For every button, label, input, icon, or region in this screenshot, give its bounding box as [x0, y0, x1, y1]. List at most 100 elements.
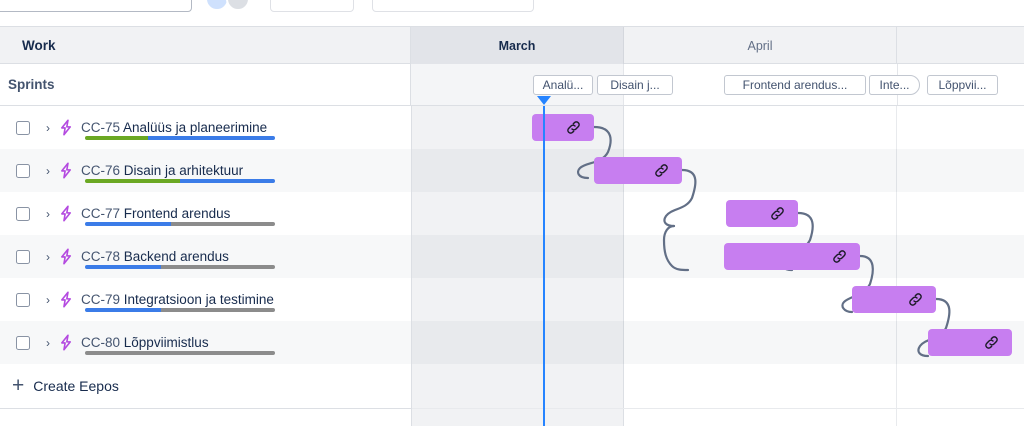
progress-segment [85, 265, 161, 269]
progress-segment [170, 222, 275, 226]
month-label: April [747, 38, 773, 53]
gantt-bar[interactable] [724, 243, 860, 270]
dependency-connectors [577, 125, 951, 358]
chevron-right-icon[interactable]: › [46, 335, 50, 350]
timeline-grid: › CC-75 Analüüs ja planeerimine › CC-76 Dis… [0, 106, 1024, 426]
divider [412, 408, 1024, 409]
task-summary[interactable]: CC-79 Integratsioon ja testimine [81, 292, 274, 307]
task-key: CC-78 [81, 249, 121, 264]
row-content: › CC-79 Integratsioon ja testimine [0, 278, 411, 321]
progress-bar [85, 308, 275, 312]
progress-bar [85, 265, 275, 269]
progress-segment [161, 265, 275, 269]
task-key: CC-77 [81, 206, 121, 221]
column-march [411, 106, 624, 426]
chevron-right-icon[interactable]: › [46, 206, 50, 221]
epic-icon [61, 291, 72, 308]
chevron-right-icon[interactable]: › [46, 120, 50, 135]
sprints-row: Sprints Analü...Disain j... Frontend aren… [0, 64, 1024, 106]
link-icon[interactable] [831, 248, 848, 265]
gantt-bar[interactable] [726, 200, 798, 227]
plus-icon: + [12, 374, 25, 397]
link-icon[interactable] [983, 334, 1000, 351]
sprints-label-text: Sprints [8, 77, 55, 92]
month-header-next[interactable] [897, 27, 1024, 64]
link-icon[interactable] [769, 205, 786, 222]
table-row[interactable]: › CC-76 Disain ja arhitektuur [0, 149, 1024, 192]
progress-segment [85, 308, 161, 312]
chevron-right-icon[interactable]: › [46, 249, 50, 264]
gantt-bar[interactable] [928, 329, 1012, 356]
task-key: CC-76 [81, 163, 121, 178]
row-checkbox[interactable] [16, 292, 30, 307]
gantt-bar[interactable] [594, 157, 682, 184]
work-column-header: Work [0, 27, 411, 64]
row-content: › CC-80 Lõppviimistlus [0, 321, 411, 364]
gantt-bar[interactable] [532, 114, 594, 141]
epic-icon [61, 334, 72, 351]
table-row[interactable]: › CC-78 Backend arendus [0, 235, 1024, 278]
sprint-chip[interactable]: Inte... [869, 75, 920, 95]
progress-bar [85, 179, 275, 183]
task-summary-text: Frontend arendus [123, 206, 231, 221]
row-checkbox[interactable] [16, 249, 30, 264]
progress-segment [85, 351, 275, 355]
sprint-chip[interactable]: Frontend arendus... [724, 75, 866, 95]
progress-segment [85, 222, 171, 226]
table-row[interactable]: › CC-79 Integratsioon ja testimine [0, 278, 1024, 321]
chevron-right-icon[interactable]: › [46, 163, 50, 178]
toolbar-button-2[interactable] [372, 0, 534, 12]
month-header-march[interactable]: March [411, 27, 624, 64]
epic-icon [61, 119, 72, 136]
task-summary[interactable]: CC-80 Lõppviimistlus [81, 335, 209, 350]
table-row[interactable]: › CC-77 Frontend arendus [0, 192, 1024, 235]
month-header-april[interactable]: April [624, 27, 897, 64]
toolbar-button-1[interactable] [270, 0, 354, 12]
column-april [624, 106, 897, 426]
row-checkbox[interactable] [16, 206, 30, 221]
gantt-bar[interactable] [852, 286, 936, 313]
create-epic-row[interactable]: + Create Eepos [0, 364, 411, 407]
link-icon[interactable] [565, 119, 582, 136]
link-icon[interactable] [907, 291, 924, 308]
table-row[interactable]: › CC-75 Analüüs ja planeerimine [0, 106, 1024, 149]
task-summary-text: Backend arendus [123, 249, 229, 264]
row-content: › CC-75 Analüüs ja planeerimine [0, 106, 411, 149]
task-summary[interactable]: CC-78 Backend arendus [81, 249, 229, 264]
progress-bar [85, 136, 275, 140]
task-key: CC-80 [81, 335, 121, 350]
panel-divider [411, 106, 412, 426]
work-column-label: Work [22, 38, 56, 53]
task-key: CC-75 [81, 120, 121, 135]
task-summary[interactable]: CC-75 Analüüs ja planeerimine [81, 120, 267, 135]
row-checkbox[interactable] [16, 163, 30, 178]
progress-bar [85, 222, 275, 226]
search-input[interactable] [0, 0, 192, 12]
task-summary-text: Disain ja arhitektuur [123, 163, 244, 178]
divider [0, 408, 411, 409]
epic-icon [61, 162, 72, 179]
task-summary-text: Lõppviimistlus [123, 335, 209, 350]
task-summary[interactable]: CC-76 Disain ja arhitektuur [81, 163, 243, 178]
link-icon[interactable] [653, 162, 670, 179]
sprints-label: Sprints [0, 64, 411, 105]
epic-icon [61, 205, 72, 222]
chevron-right-icon[interactable]: › [46, 292, 50, 307]
today-marker-triangle [537, 96, 551, 105]
table-row[interactable]: › CC-80 Lõppviimistlus [0, 321, 1024, 364]
today-line [543, 106, 545, 426]
sprint-chip[interactable]: Disain j... [597, 75, 673, 95]
row-content: › CC-76 Disain ja arhitektuur [0, 149, 411, 192]
task-key: CC-79 [81, 292, 121, 307]
avatar[interactable] [226, 0, 250, 11]
row-content: › CC-77 Frontend arendus [0, 192, 411, 235]
progress-segment [85, 179, 180, 183]
task-summary[interactable]: CC-77 Frontend arendus [81, 206, 230, 221]
epic-icon [61, 248, 72, 265]
row-checkbox[interactable] [16, 335, 30, 350]
sprint-chip[interactable]: Lõppvii... [927, 75, 998, 95]
sprint-chip[interactable]: Analü... [533, 75, 593, 95]
progress-segment [161, 308, 275, 312]
row-checkbox[interactable] [16, 120, 30, 135]
